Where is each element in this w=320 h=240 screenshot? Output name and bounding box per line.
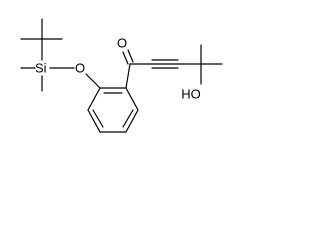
atom-label-si: Si bbox=[35, 61, 47, 76]
atom-label-ether-oxygen: O bbox=[75, 61, 85, 76]
bond-carbonyl-double-2 bbox=[127, 49, 134, 63]
bond-oxygen-to-ring bbox=[85, 73, 101, 89]
bond-ring-to-carbonyl bbox=[125, 63, 131, 89]
alkyne-triple-bond bbox=[151, 59, 179, 69]
ring-bond-6 bbox=[87, 87, 101, 111]
ring-bond-2 bbox=[125, 87, 139, 111]
atom-label-carbonyl-oxygen: O bbox=[117, 36, 127, 51]
atom-label-hydroxyl: HO bbox=[181, 87, 201, 102]
ring-double-bond-2 bbox=[122, 109, 134, 128]
bond-carbonyl-double-1 bbox=[122, 51, 129, 65]
tert-butyl-group bbox=[20, 18, 63, 61]
ring-double-bond-3 bbox=[92, 109, 104, 128]
ring-bond-3 bbox=[125, 109, 139, 133]
chemical-structure-diagram: Si O O HO bbox=[20, 18, 223, 133]
benzene-ring bbox=[87, 87, 139, 133]
ring-bond-5 bbox=[87, 109, 101, 133]
